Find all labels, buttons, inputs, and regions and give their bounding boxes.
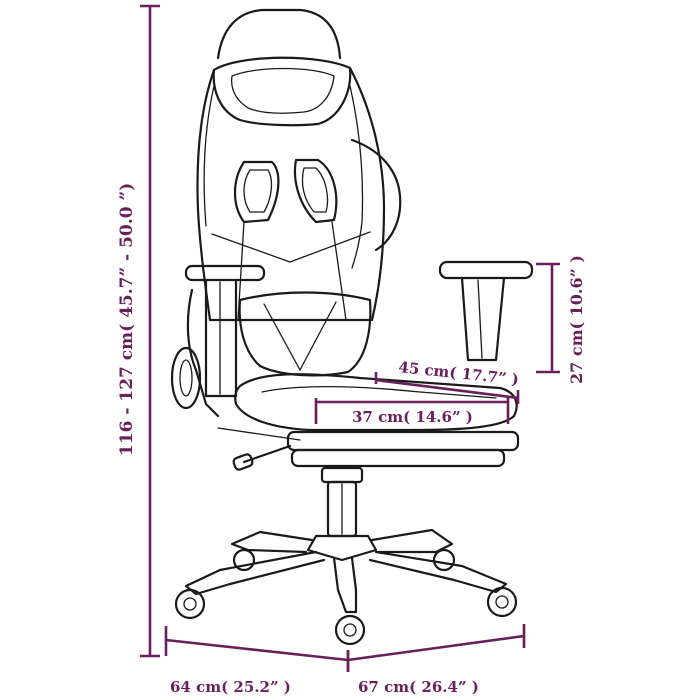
seat-width-label: 37 cm( 14.6” ): [352, 408, 473, 426]
armrest-height-label: 27 cm( 10.6” ): [567, 255, 586, 384]
footrest-front: [290, 448, 506, 468]
shoulder-slot-right-inner: [301, 167, 329, 213]
left-armrest-pad: [184, 264, 266, 282]
caster-left-front-hub: [183, 597, 197, 611]
strap-right: [331, 221, 347, 321]
side-bolster: [350, 138, 402, 252]
base-depth-label: 67 cm( 26.4” ): [358, 678, 479, 696]
gaming-chair-illustration: [170, 8, 534, 646]
pillow-inner: [230, 67, 335, 114]
caster-right-front: [486, 586, 518, 618]
caster-left-front: [174, 588, 206, 620]
shoulder-slot-left-inner: [243, 169, 273, 213]
base-leg-right-front: [368, 550, 508, 594]
backrest-outer: [196, 66, 386, 322]
recline-knob: [170, 346, 202, 410]
base-width-label: 64 cm( 25.2” ): [170, 678, 291, 696]
right-armrest-post-inner: [477, 279, 483, 359]
base-leg-left-back: [230, 530, 314, 554]
headrest-top: [216, 8, 342, 60]
tilt-lever-handle: [232, 453, 254, 471]
caster-front: [334, 614, 366, 646]
armrest-dimension: [536, 262, 560, 374]
lumbar-cushion: [238, 291, 372, 377]
backrest-side-right: [349, 85, 364, 269]
backrest-chevron: [211, 231, 371, 263]
shoulder-slot-right: [293, 158, 338, 224]
headrest-pillow: [212, 56, 352, 127]
dimension-lines: [140, 4, 560, 672]
right-armrest-pad: [438, 260, 534, 280]
lumbar-lines: [263, 301, 337, 371]
side-frame: [186, 288, 220, 418]
base-depth-dimension: [346, 624, 526, 672]
base-leg-front: [332, 556, 358, 614]
right-armrest-post: [460, 276, 506, 362]
base-leg-left-front: [184, 550, 326, 596]
footrest-bar: [217, 427, 301, 441]
caster-front-hub: [343, 623, 357, 637]
base-leg-right-back: [370, 528, 454, 554]
recline-knob-inner: [179, 359, 193, 397]
footrest: [286, 430, 520, 452]
shoulder-slot-left: [234, 160, 280, 224]
caster-right-front-hub: [495, 595, 509, 609]
seat-width-dimension: [314, 398, 510, 424]
seat-cushion: [234, 373, 518, 432]
height-label: 116 - 127 cm( 45.7” - 50.0 ”): [117, 183, 137, 456]
backrest-side-left: [203, 85, 215, 227]
caster-right-back: [432, 548, 456, 572]
seat-inner: [261, 386, 497, 399]
caster-left-back: [232, 548, 256, 572]
base-hub: [306, 534, 378, 562]
height-dimension: [140, 4, 160, 658]
gas-cylinder-top: [320, 466, 364, 484]
left-armrest-post: [204, 278, 238, 398]
seat-depth-dimension: [374, 372, 520, 404]
base-width-dimension: [164, 626, 350, 672]
